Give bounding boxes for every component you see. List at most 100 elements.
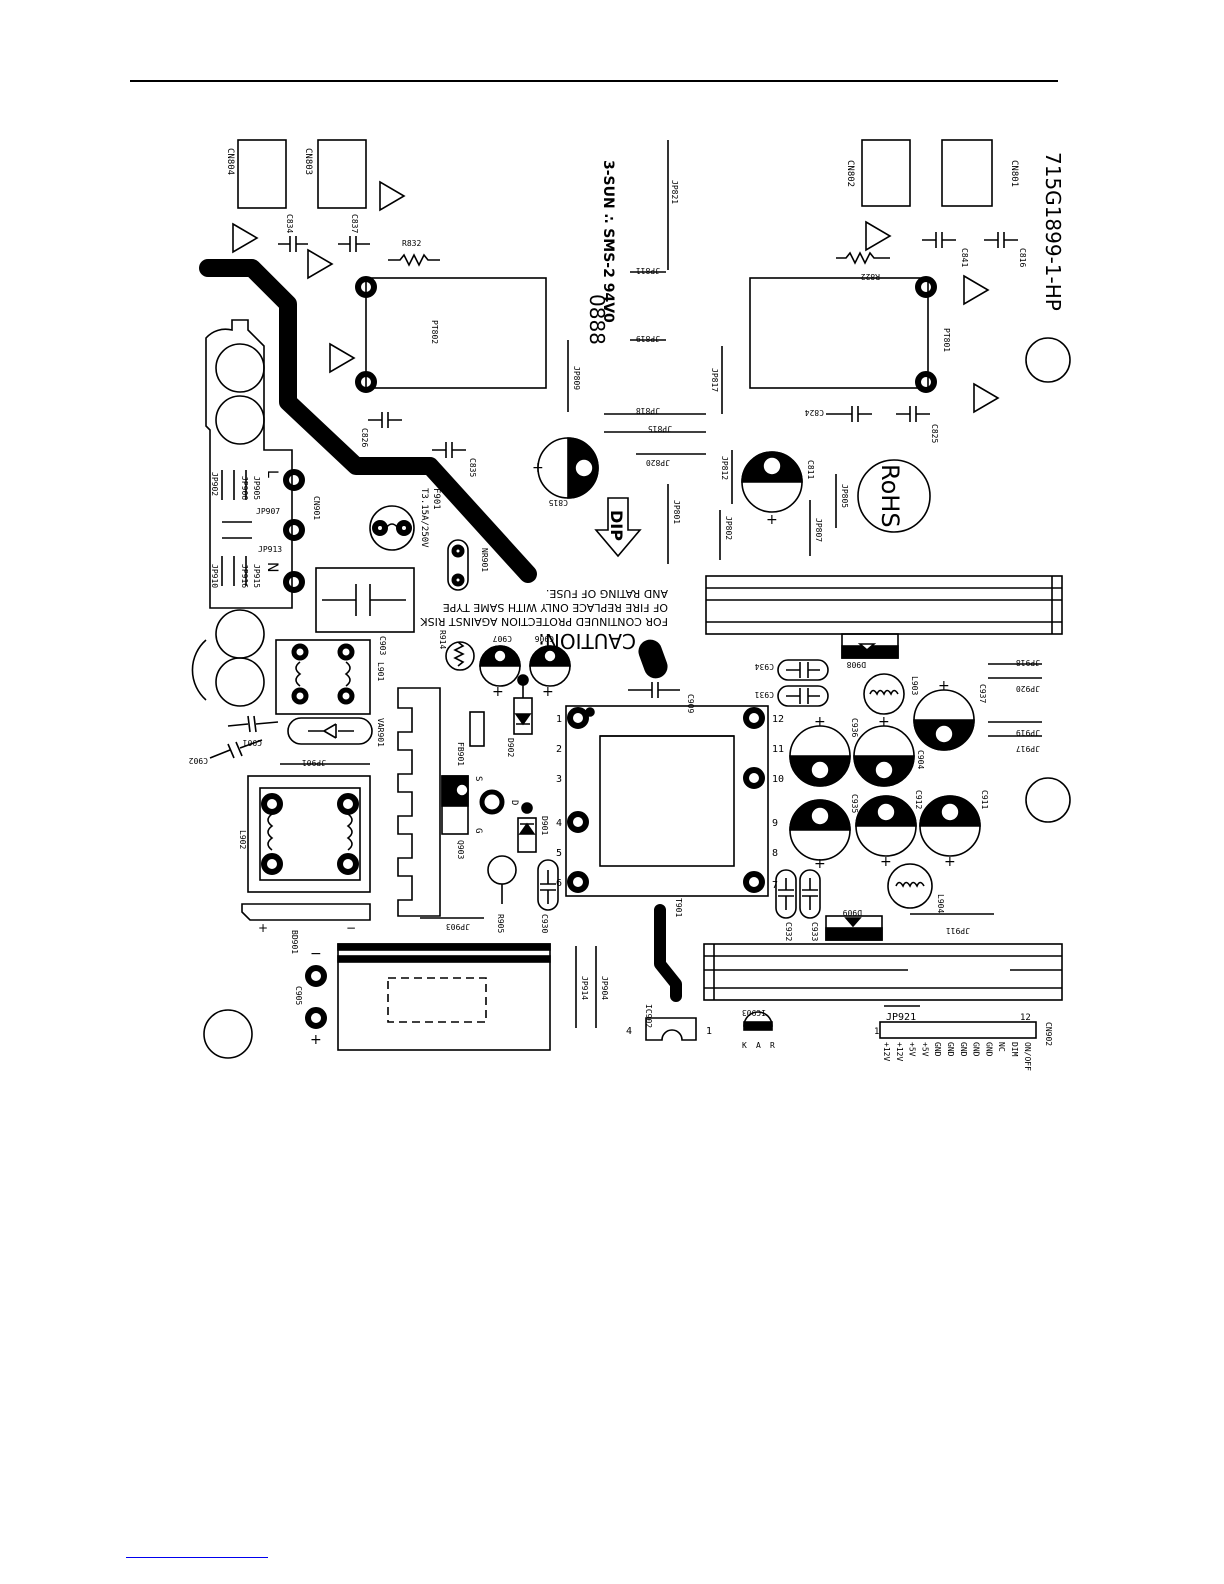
f901-rating: T3.15A/250V	[419, 488, 429, 548]
inductor-l901	[275, 639, 371, 715]
hv-warning-icon	[232, 180, 1000, 414]
c904-plus: +	[878, 714, 890, 730]
t901-pin-9: 9	[772, 818, 778, 829]
inlet-round-1	[215, 343, 265, 393]
ic903-k: K	[742, 1041, 747, 1050]
jp809-label: JP809	[572, 366, 581, 390]
thermistor-nr901	[447, 539, 469, 591]
mounting-hole-3	[203, 1009, 253, 1059]
t901-pin-8: 8	[772, 848, 778, 859]
cn901-label: CN901	[312, 496, 321, 520]
l901-label: L901	[376, 662, 385, 681]
c815-plus: +	[532, 460, 544, 476]
creepage-slot	[199, 259, 537, 583]
t901-pin-5: 5	[556, 848, 562, 859]
jp815-label: JP815	[648, 424, 672, 433]
rohs-badge	[857, 459, 931, 533]
c826-label: C826	[360, 428, 369, 447]
jp905-label: JP905	[252, 476, 261, 500]
ferrite-fb901	[469, 711, 485, 747]
cn901-pads	[283, 469, 305, 593]
cn804-label: CN804	[225, 148, 235, 175]
nr901-label: NR901	[480, 548, 489, 572]
t901-pin-7: 7	[772, 880, 778, 891]
secondary-heatsink-bottom	[703, 943, 1063, 1001]
d902-label: D902	[506, 738, 515, 757]
capacitor-c902	[209, 739, 263, 759]
jp906-label: JP906	[240, 476, 249, 500]
pt802-label: PT802	[430, 320, 439, 344]
c841-label: C841	[960, 248, 969, 267]
jp917-label: JP917	[1016, 744, 1040, 753]
inlet-round-4	[215, 657, 265, 707]
c930-label: C930	[540, 914, 549, 933]
c901-label: C901	[243, 738, 262, 747]
jp902-label: JP902	[210, 472, 219, 496]
inlet-round-3	[215, 609, 265, 659]
c905-plus: +	[310, 1032, 322, 1048]
c905-window	[387, 977, 487, 1023]
caution-line-1: FOR CONTINUED PROTECTION AGAINST RISK	[420, 615, 668, 628]
top-rule	[130, 80, 1058, 82]
c906-label: C906	[535, 634, 554, 643]
t901-pin-12: 12	[772, 714, 784, 725]
jp910-label: JP910	[210, 564, 219, 588]
c935-plus: +	[814, 856, 826, 872]
c903-symbol	[322, 584, 406, 616]
fb901-label: FB901	[456, 742, 465, 766]
l903-label: L903	[910, 676, 919, 695]
c907-plus: +	[492, 684, 504, 700]
t901-pads	[567, 707, 765, 893]
neutral-label: N	[264, 562, 280, 572]
resistor-r822	[836, 251, 890, 265]
inlet-bracket	[191, 639, 207, 701]
cn902-output-pin: GND	[972, 1042, 981, 1057]
cn902-output-pin: NC	[997, 1042, 1006, 1052]
diode-d901	[517, 817, 537, 853]
jp818-label: JP818	[636, 406, 660, 415]
c909-label: C909	[686, 694, 695, 713]
jp913-label: JP913	[258, 545, 282, 554]
pt801-label: PT801	[942, 328, 951, 352]
jp914-label: JP914	[580, 976, 589, 1000]
jp805-label: JP805	[840, 484, 849, 508]
pt801-pads	[915, 276, 937, 393]
fuse-element	[385, 523, 399, 529]
d901-label: D901	[540, 816, 549, 835]
t901-pin-4: 4	[556, 818, 562, 829]
connector-cn804	[237, 139, 287, 209]
capacitor-c816	[984, 232, 1018, 248]
ac-inlet-outline	[205, 319, 293, 609]
jp812-label: JP812	[720, 456, 729, 480]
capacitor-c837	[338, 236, 370, 252]
jp901-label: JP901	[302, 758, 326, 767]
connector-cn902	[879, 1021, 1037, 1039]
capacitor-c909	[628, 682, 680, 698]
c937-plus: +	[938, 678, 950, 694]
connector-cn801	[941, 139, 993, 207]
c815-label: C815	[549, 498, 568, 507]
footer-link-underline[interactable]	[126, 1557, 268, 1558]
resistor-r914	[445, 641, 475, 671]
jp811-label: JP811	[636, 266, 660, 275]
caution-line-3: AND RATING OF FUSE.	[546, 587, 668, 600]
inlet-round-2	[215, 395, 265, 445]
mounting-hole-2	[1025, 777, 1071, 823]
cn902-output-pin: GND	[984, 1042, 993, 1057]
jp807-label: JP807	[814, 518, 823, 542]
q903-d: D	[509, 800, 519, 805]
r914-label: R914	[438, 630, 447, 649]
d909-label: D909	[843, 908, 862, 917]
jp907-label: JP907	[256, 507, 280, 516]
optocoupler-ic902	[645, 1017, 697, 1041]
c935-label: C935	[850, 794, 859, 813]
cn902-output-pin: DIM	[1010, 1042, 1019, 1057]
jp919-label: JP919	[1016, 728, 1040, 737]
c811-plus: +	[766, 512, 778, 528]
c937-label: C937	[978, 684, 987, 703]
c936-plus: +	[814, 714, 826, 730]
capacitor-c835	[432, 442, 466, 458]
cn902-output-pin: +5V	[920, 1042, 929, 1057]
jp802-label: JP802	[724, 516, 733, 540]
